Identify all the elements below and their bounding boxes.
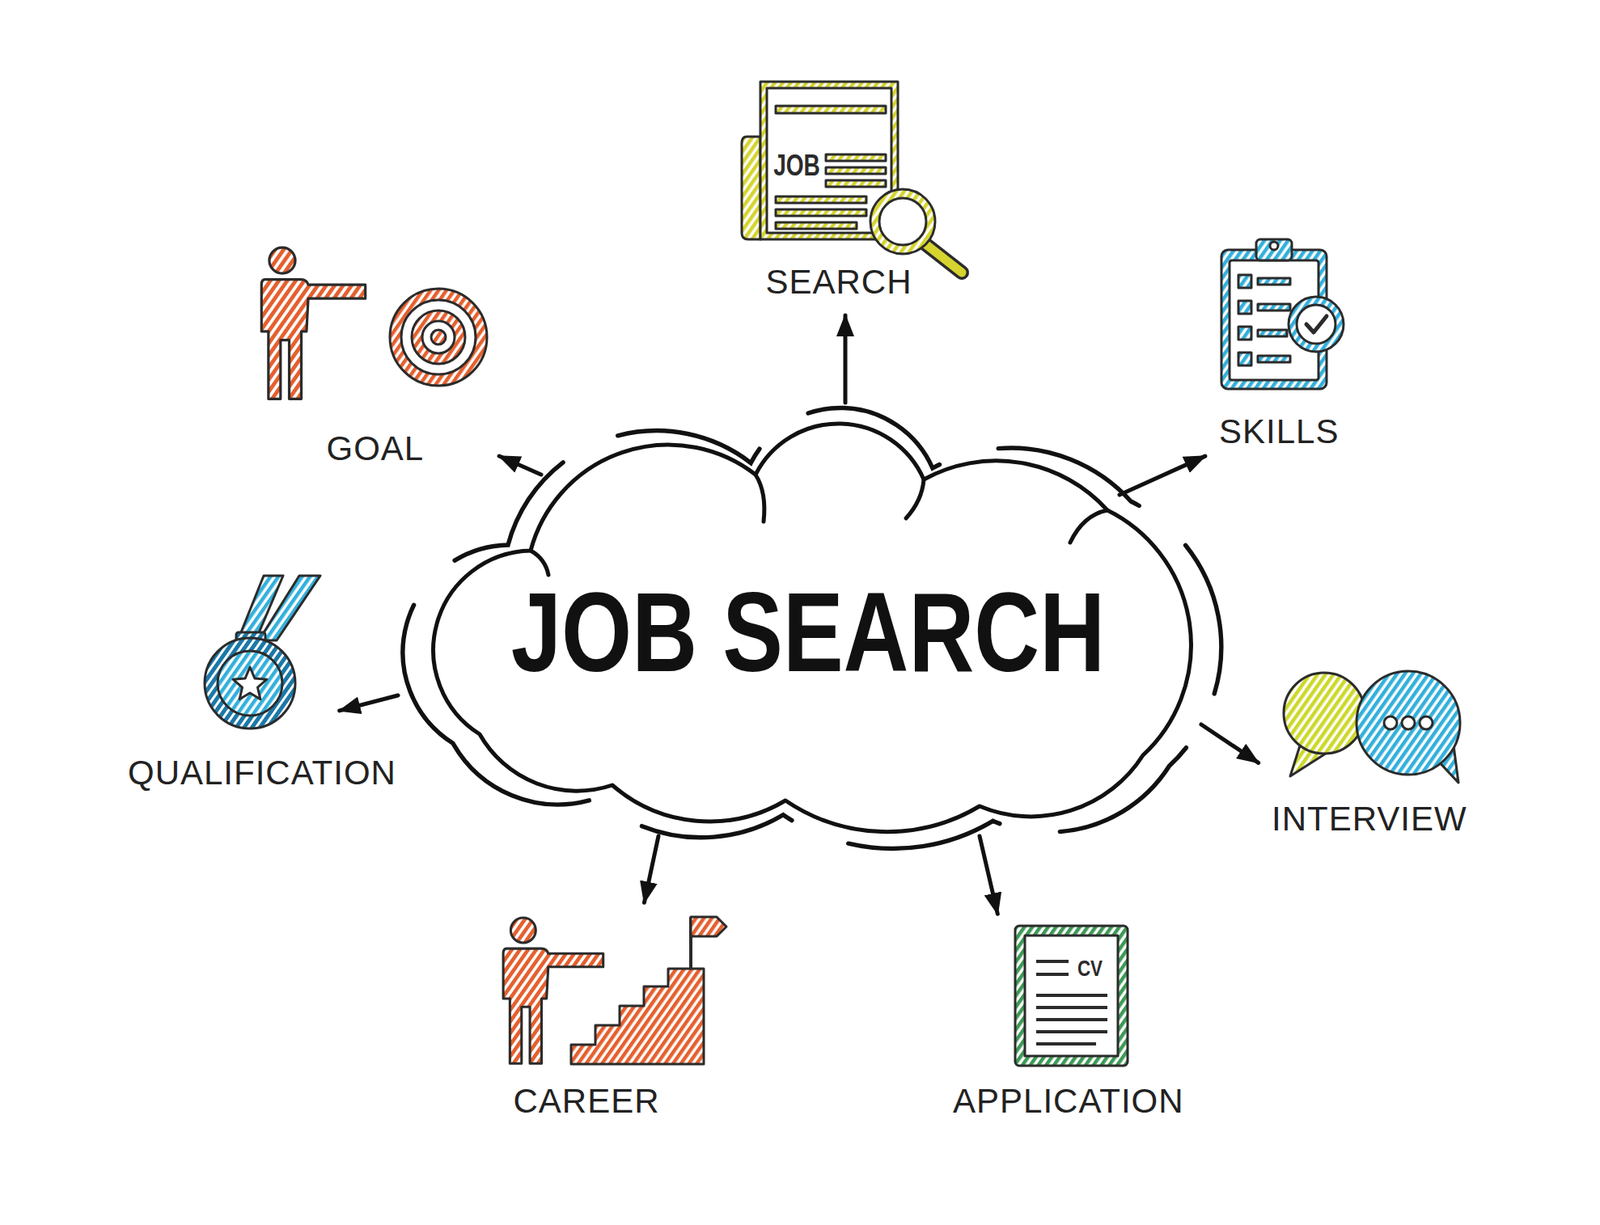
career-stairs-icon xyxy=(690,917,727,937)
newspaper-icon xyxy=(825,167,886,174)
arrow-connector xyxy=(1119,456,1206,496)
newspaper-word: JOB xyxy=(773,151,821,181)
speech-bubbles-icon xyxy=(1283,671,1461,784)
clipboard-icon xyxy=(1238,275,1252,288)
clipboard-icon xyxy=(1288,296,1344,352)
connector-group xyxy=(339,315,1259,915)
cv-document-icon xyxy=(1036,1006,1108,1010)
clipboard-icon xyxy=(1238,300,1252,314)
cv-document-icon xyxy=(1036,994,1108,998)
search-topic: SEARCH xyxy=(732,76,979,308)
topic-label: APPLICATION xyxy=(952,1082,1185,1122)
clipboard-icon xyxy=(1306,316,1327,333)
goal-icon xyxy=(261,247,487,399)
topic-label: SEARCH xyxy=(766,262,913,302)
goal-icon xyxy=(431,330,446,345)
career-stairs-icon xyxy=(503,918,604,1064)
newspaper-icon xyxy=(741,81,962,273)
medal-icon xyxy=(204,575,321,729)
skills-topic: SKILLS xyxy=(1212,230,1351,458)
cv-document-icon xyxy=(1036,973,1069,977)
cv-document-icon xyxy=(1024,935,1118,1057)
topic-label: GOAL xyxy=(326,429,425,469)
newspaper-icon xyxy=(879,198,927,246)
newspaper-icon xyxy=(741,136,761,240)
goal-icon xyxy=(261,247,365,399)
cv-document-icon xyxy=(1015,926,1128,1067)
newspaper-icon xyxy=(775,196,867,204)
arrow-connector xyxy=(339,695,398,712)
newspaper-icon xyxy=(775,209,867,216)
arrow-connector xyxy=(979,836,998,915)
career-stairs-icon xyxy=(503,917,727,1065)
medal-icon xyxy=(217,651,283,716)
interview-topic: INTERVIEW xyxy=(1265,663,1474,844)
clipboard-icon xyxy=(1257,278,1291,285)
newspaper-icon xyxy=(775,222,857,229)
goal-icon xyxy=(401,300,476,375)
cv-document-icon xyxy=(1036,1030,1108,1034)
goal-icon xyxy=(422,321,455,354)
cv-mark: CV xyxy=(1076,957,1102,981)
career-stairs-icon xyxy=(571,969,704,1065)
topic-label: INTERVIEW xyxy=(1271,800,1468,839)
speech-bubbles-icon xyxy=(1356,671,1461,775)
topic-label: CAREER xyxy=(513,1082,661,1122)
cloud-outer-stroke xyxy=(402,407,1222,849)
clipboard-icon xyxy=(1221,239,1344,390)
central-cloud: JOB SEARCH xyxy=(433,402,1194,848)
goal-topic: GOAL xyxy=(250,241,492,474)
speech-bubbles-icon xyxy=(1419,716,1433,730)
cv-document-icon xyxy=(1015,926,1128,1067)
cv-document-icon xyxy=(1036,960,1069,964)
cloud-inner-stroke xyxy=(1070,510,1108,543)
cv-document-icon xyxy=(1036,1042,1097,1046)
goal-icon xyxy=(389,288,487,386)
arrow-connector xyxy=(499,456,542,475)
newspaper-icon xyxy=(825,154,886,161)
goal-icon xyxy=(411,310,466,365)
clipboard-icon xyxy=(1257,304,1291,311)
career-topic: CAREER xyxy=(493,910,729,1126)
speech-bubbles-icon xyxy=(1384,716,1397,730)
clipboard-icon xyxy=(1256,239,1292,261)
cloud-shape xyxy=(433,423,1192,833)
newspaper-icon xyxy=(775,105,886,114)
medal-icon xyxy=(232,667,267,700)
application-topic: APPLICATION xyxy=(993,922,1133,1068)
cv-document-icon xyxy=(1036,1018,1108,1022)
cloud-inner-stroke xyxy=(905,479,924,519)
newspaper-icon xyxy=(870,189,936,254)
medal-icon xyxy=(204,638,296,729)
speech-bubbles-icon xyxy=(1283,673,1365,754)
clipboard-icon xyxy=(1269,241,1279,250)
topic-label: SKILLS xyxy=(1219,412,1339,452)
arrow-connector xyxy=(1201,724,1259,763)
clipboard-icon xyxy=(1257,355,1291,363)
clipboard-icon xyxy=(1238,352,1252,366)
clipboard-icon xyxy=(1296,304,1336,344)
cloud-inner-stroke xyxy=(755,474,765,522)
qualification-topic: QUALIFICATION xyxy=(194,569,332,735)
newspaper-icon xyxy=(825,180,886,187)
medal-icon xyxy=(258,575,321,641)
newspaper-icon xyxy=(924,243,962,273)
arrow-connector xyxy=(843,315,848,403)
speech-bubbles-icon xyxy=(1401,716,1415,730)
clipboard-icon xyxy=(1238,326,1252,340)
cloud-title: JOB SEARCH xyxy=(511,570,1105,695)
clipboard-icon xyxy=(1257,330,1287,337)
newspaper-icon xyxy=(924,243,962,273)
arrow-connector xyxy=(643,836,659,903)
topic-label: QUALIFICATION xyxy=(127,753,397,793)
